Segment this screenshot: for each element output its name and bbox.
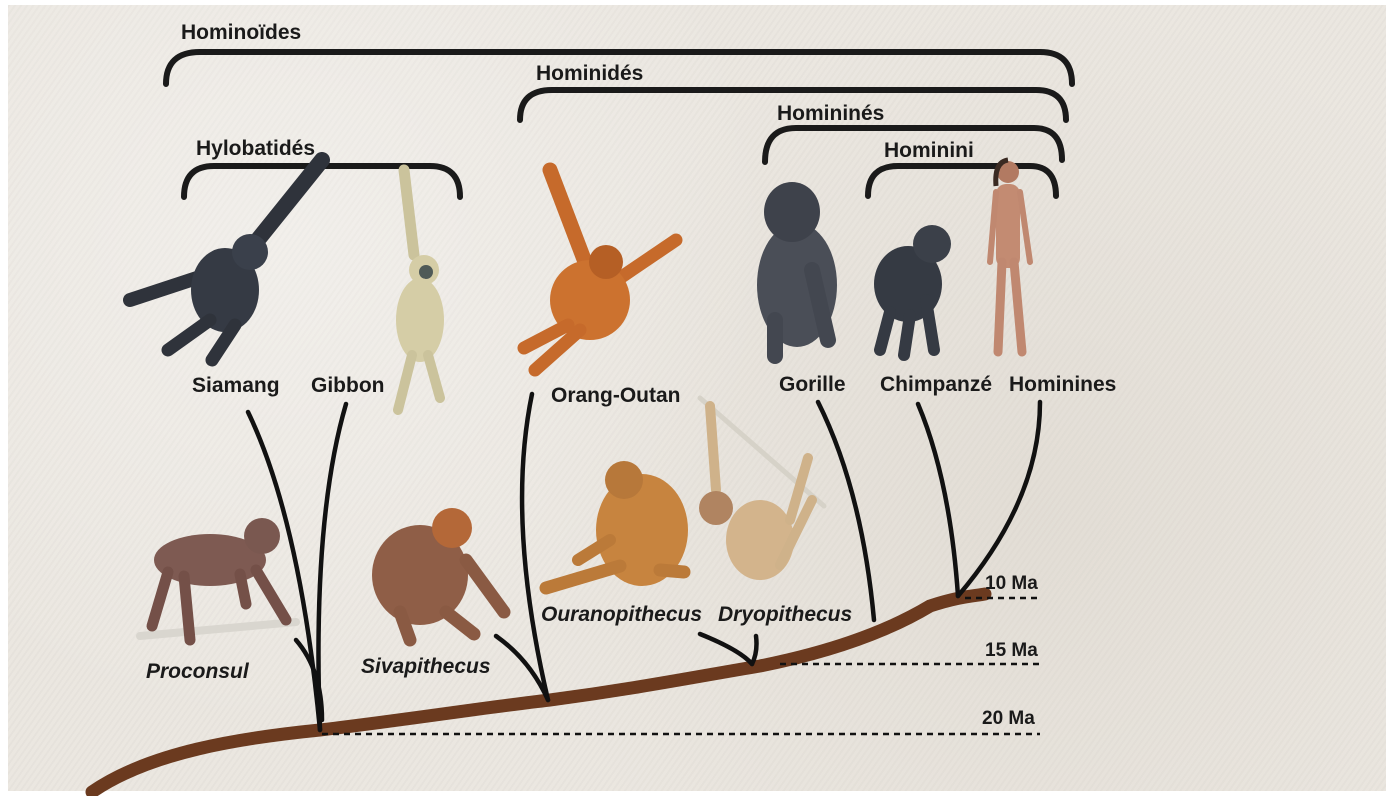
hominine-illustration [990,160,1030,352]
branch-chimpanze [918,404,958,596]
sivapithecus-illustration [372,508,504,640]
time-label-10ma: 10 Ma [985,573,1038,594]
group-label-hominides: Hominidés [536,62,643,85]
branch-orang-outan [522,394,548,700]
group-label-hylobatides: Hylobatidés [196,137,315,160]
proconsul-illustration [140,518,296,640]
branch-dryopithecus [752,636,757,664]
gibbon-illustration [396,170,444,410]
group-label-hominoides: Hominoïdes [181,21,301,44]
group-label-homines: Homininés [777,102,884,125]
branch-ouranopithecus [700,634,752,664]
label-hominines: Hominines [1009,373,1116,396]
label-chimpanze: Chimpanzé [880,373,992,396]
time-label-20ma: 20 Ma [982,708,1035,729]
label-proconsul: Proconsul [146,660,250,683]
chimpanze-illustration [874,225,951,355]
ouranopithecus-illustration [546,461,688,588]
label-siamang: Siamang [192,374,280,397]
dryopithecus-illustration [699,398,824,580]
siamang-illustration [130,160,322,360]
label-sivapithecus: Sivapithecus [361,655,491,678]
gorille-illustration [757,182,837,356]
branch-gorille [818,402,874,620]
branch-hominines [958,402,1040,596]
label-orang-outan: Orang-Outan [551,384,681,407]
label-gibbon: Gibbon [311,374,384,397]
orang-outan-illustration [524,170,676,370]
label-gorille: Gorille [779,373,846,396]
bracket-hominini [868,166,1056,196]
time-label-15ma: 15 Ma [985,640,1038,661]
branch-gibbon [318,404,346,730]
label-ouranopithecus: Ouranopithecus [541,603,702,626]
label-dryopithecus: Dryopithecus [718,603,852,626]
group-label-hominini: Hominini [884,139,974,162]
